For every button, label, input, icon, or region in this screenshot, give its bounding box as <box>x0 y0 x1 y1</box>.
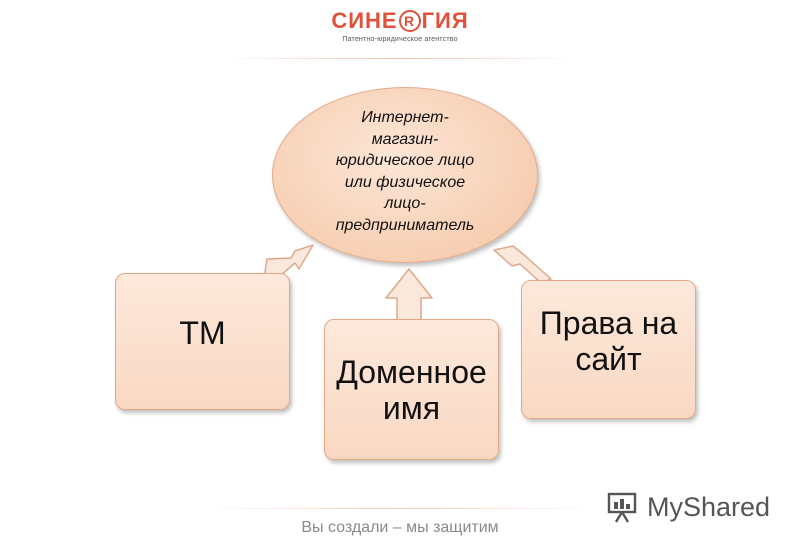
center-node <box>272 87 538 263</box>
top-divider <box>220 58 580 59</box>
arrow-rights-to-center <box>493 245 552 289</box>
watermark: MyShared <box>607 489 770 525</box>
logo-name-right: ГИЯ <box>421 8 469 33</box>
bottom-divider <box>200 508 600 509</box>
logo-name-left: СИНЕ <box>331 8 398 33</box>
tagline: Вы создали – мы защитим <box>301 519 499 536</box>
node-domain-name: Доменное имя <box>324 319 499 460</box>
registered-mark-icon: R <box>398 10 421 32</box>
center-node-label: Интернет- магазин- юридическое лицо или … <box>335 109 475 234</box>
arrow-tm-to-center <box>263 244 314 280</box>
node-tm-label: ТМ <box>179 314 226 351</box>
presentation-board-icon <box>607 492 637 523</box>
node-domain-name-label: Доменное имя <box>336 353 487 426</box>
logo-subtitle: Патентно-юридическое агентство <box>342 36 458 43</box>
node-site-rights: Права на сайт <box>521 280 696 419</box>
node-tm: ТМ <box>115 273 290 410</box>
node-site-rights-label: Права на сайт <box>539 304 678 377</box>
watermark-text: MyShared <box>647 491 771 522</box>
arrow-domain-to-center <box>385 268 433 322</box>
